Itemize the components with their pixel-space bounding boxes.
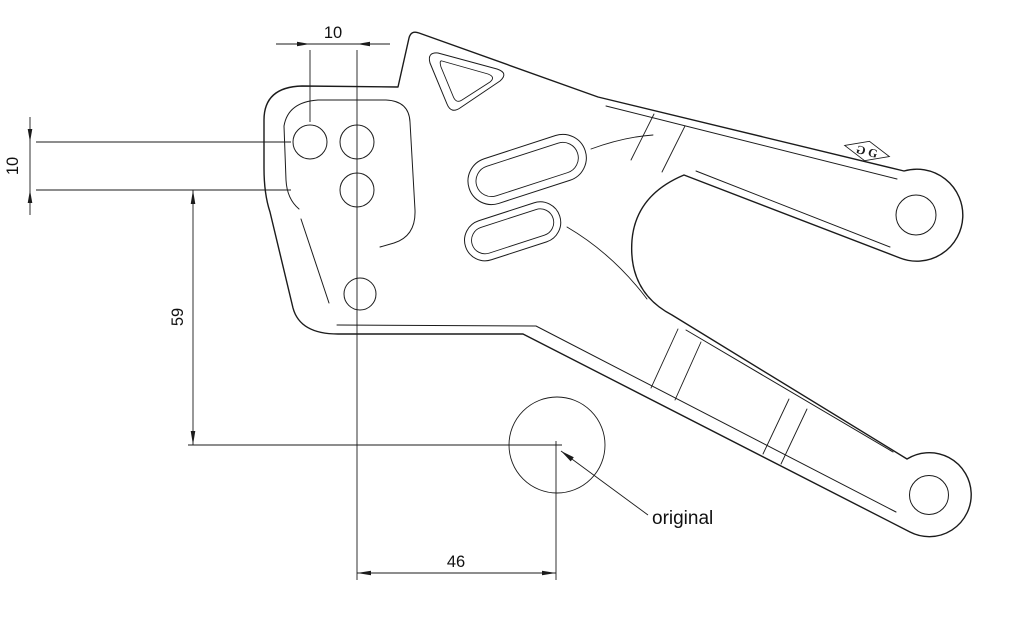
dimensions: 10 10 59 bbox=[4, 24, 562, 580]
dim-59-arrow-top bbox=[190, 190, 196, 204]
pocket-transition-curves bbox=[566, 134, 654, 300]
dim-vertical-value: 59 bbox=[169, 308, 187, 326]
lower-arm-transition-lines-b bbox=[762, 398, 808, 465]
dim-bottom-value: 46 bbox=[447, 553, 465, 571]
triangle-cutout-outer bbox=[428, 52, 505, 111]
slot-lower bbox=[464, 201, 562, 262]
dim-top-arrow-right bbox=[357, 41, 370, 47]
lower-boss-hole bbox=[909, 475, 949, 515]
slot-upper bbox=[467, 133, 587, 206]
upper-boss-hole bbox=[895, 194, 937, 236]
bracket-outline bbox=[263, 31, 972, 538]
gilles-logo-letter-left: G bbox=[855, 142, 867, 158]
dim-top-10: 10 bbox=[276, 24, 390, 122]
upper-arm-inner-chamfer-line bbox=[695, 170, 891, 248]
leader-arrow bbox=[561, 451, 574, 462]
slot-upper-inner bbox=[475, 141, 579, 198]
dim-left-10: 10 bbox=[4, 117, 291, 215]
triangle-cutout-inner bbox=[439, 60, 493, 102]
lower-arm-transition-lines-a bbox=[650, 328, 702, 401]
gilles-logo-letter-right: G bbox=[867, 145, 879, 161]
dim-left-value: 10 bbox=[4, 157, 22, 175]
dim-59-arrow-bottom bbox=[190, 431, 196, 445]
dim-vertical-59: 59 bbox=[169, 190, 562, 446]
gilles-logo-diamond bbox=[843, 140, 891, 162]
mount-hole-1 bbox=[292, 124, 328, 160]
upper-arm-transition-lines bbox=[630, 113, 686, 173]
slot-upper-outer bbox=[467, 133, 587, 206]
bottom-chamfer-line bbox=[336, 324, 897, 513]
mount-hole-4 bbox=[343, 277, 377, 311]
slot-lower-outer bbox=[464, 201, 562, 262]
dim-top-value: 10 bbox=[324, 24, 342, 42]
leader-line bbox=[560, 450, 649, 516]
gilles-logo: G G bbox=[843, 140, 891, 162]
dim-left-arrow-bottom bbox=[27, 190, 33, 203]
plate-inner-diagonal-line bbox=[300, 218, 330, 304]
dim-46-arrow-left bbox=[357, 570, 371, 576]
bracket-part: G G bbox=[263, 31, 972, 538]
plate-inner-contour-right bbox=[317, 99, 416, 248]
dim-46-arrow-right bbox=[542, 570, 556, 576]
plate-inner-contour-left bbox=[283, 99, 319, 210]
dim-top-arrow-left bbox=[297, 41, 310, 47]
original-label: original bbox=[652, 508, 713, 529]
dim-left-arrow-top bbox=[27, 129, 33, 142]
dim-bottom-46: 46 bbox=[357, 441, 557, 580]
slot-lower-inner bbox=[471, 208, 555, 255]
upper-arm-top-chamfer-line bbox=[605, 105, 898, 180]
original-position-ghost-circle bbox=[508, 396, 606, 494]
annotation-original: original bbox=[508, 396, 713, 529]
lower-arm-top-chamfer-line bbox=[685, 329, 894, 453]
